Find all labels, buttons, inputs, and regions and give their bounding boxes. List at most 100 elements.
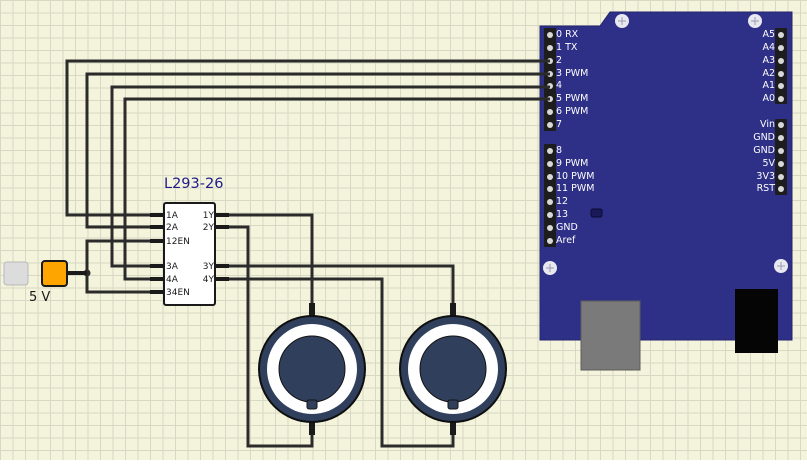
header-pin-socket[interactable] xyxy=(778,161,784,167)
chip-body xyxy=(163,202,216,306)
arduino-pin-label: 3V3 xyxy=(756,171,775,182)
arduino-pin-label: 9 PWM xyxy=(556,158,588,169)
arduino-pin-label: 5 PWM xyxy=(556,93,588,104)
arduino-pin-label: Vin xyxy=(760,119,775,130)
header-pin-socket[interactable] xyxy=(547,238,553,244)
header-pin-socket[interactable] xyxy=(547,122,553,128)
wire-pin3-2a[interactable] xyxy=(85,72,550,229)
arduino-pin-label: A5 xyxy=(762,29,775,40)
wire-3y-motor2[interactable] xyxy=(223,264,455,306)
header-pin-socket[interactable] xyxy=(778,135,784,141)
wire-1y-motor1[interactable] xyxy=(223,213,314,306)
supply-label: 5 V xyxy=(29,290,50,305)
motor-terminal xyxy=(309,303,315,317)
header-pin-socket[interactable] xyxy=(778,58,784,64)
arduino-pin-label: 12 xyxy=(556,196,568,207)
header-pin-socket[interactable] xyxy=(547,109,553,115)
chip-pin-label: 1A xyxy=(166,211,179,221)
mounting-hole-icon xyxy=(543,261,557,275)
arduino-left-header xyxy=(544,28,556,247)
mounting-hole-icon xyxy=(774,259,788,273)
arduino-pin-label: 8 xyxy=(556,145,562,156)
wire-2y-motor1[interactable] xyxy=(223,225,314,448)
l293-chip[interactable]: L293-26 1A 2A 12EN 3A 4A 34EN 1Y 2Y 3Y 4… xyxy=(150,176,229,306)
arduino-right-pin-dots xyxy=(778,32,784,192)
power-supply-5v[interactable]: 5 V xyxy=(3,260,87,305)
arduino-pin-label: 2 xyxy=(556,55,562,66)
wires xyxy=(65,59,550,448)
arduino-pin-label: GND xyxy=(753,145,775,156)
header-pin-socket[interactable] xyxy=(547,199,553,205)
motor-rotor-icon xyxy=(419,335,487,403)
arduino-pin-label: 1 TX xyxy=(556,42,578,53)
arduino-pin-label: 10 PWM xyxy=(556,171,594,182)
arduino-pin-label: 11 PWM xyxy=(556,183,594,194)
arduino-pin-label: RST xyxy=(757,183,776,194)
motor-tab xyxy=(447,399,459,410)
header-pin-socket[interactable] xyxy=(547,161,553,167)
header-pin-socket[interactable] xyxy=(547,45,553,51)
arduino-pin-label: 0 RX xyxy=(556,29,579,40)
arduino-pin-label: A1 xyxy=(762,80,775,91)
header-pin-socket[interactable] xyxy=(778,45,784,51)
arduino-left-pin-dots xyxy=(547,32,553,244)
usb-port-icon xyxy=(580,300,641,371)
header-pin-socket[interactable] xyxy=(547,32,553,38)
supply-block-icon xyxy=(41,260,68,287)
motor-terminal xyxy=(309,421,315,435)
header-pin-socket[interactable] xyxy=(778,32,784,38)
wire-pin2-1a[interactable] xyxy=(65,59,550,217)
header-pin-socket[interactable] xyxy=(778,71,784,77)
arduino-pin-label: GND xyxy=(753,132,775,143)
arduino-pin-label: 5V xyxy=(762,158,775,169)
header-pin-socket[interactable] xyxy=(547,212,553,218)
motor-terminal xyxy=(450,421,456,435)
header-pin-socket[interactable] xyxy=(778,96,784,102)
chip-pin-stubs xyxy=(150,213,229,294)
chip-pin-label: 3Y xyxy=(203,262,215,272)
header-pin-socket[interactable] xyxy=(778,186,784,192)
header-pin-socket[interactable] xyxy=(547,225,553,231)
header-pin-socket[interactable] xyxy=(778,122,784,128)
header-pin-socket[interactable] xyxy=(547,174,553,180)
header-pin-socket[interactable] xyxy=(778,148,784,154)
arduino-pin-label: A4 xyxy=(762,42,775,53)
onboard-led-icon xyxy=(590,208,603,218)
header-pin-socket[interactable] xyxy=(778,83,784,89)
chip-pin-label: 2A xyxy=(166,223,179,233)
arduino-pin-label: 7 xyxy=(556,119,562,130)
chip-pin-label: 2Y xyxy=(203,223,215,233)
arduino-pin-label: 13 xyxy=(556,209,568,220)
arduino-pin-label: Aref xyxy=(556,235,576,246)
chip-pin-label: 12EN xyxy=(166,237,190,247)
arduino-left-pin-labels: 0 RX 1 TX 2 3 PWM 4 5 PWM 6 PWM 7 8 9 PW… xyxy=(556,29,594,246)
chip-title: L293-26 xyxy=(164,176,223,192)
header-pin-socket[interactable] xyxy=(547,148,553,154)
arduino-pin-label: 4 xyxy=(556,80,562,91)
arduino-right-pin-labels: A5 A4 A3 A2 A1 A0 Vin GND GND 5V 3V3 RST xyxy=(753,29,775,194)
motor-rotor-icon xyxy=(278,335,346,403)
chip-pin-label: 34EN xyxy=(166,288,190,298)
wire-4y-motor2[interactable] xyxy=(223,277,455,448)
arduino-pin-label: 3 PWM xyxy=(556,68,588,79)
arduino-pin-label: 6 PWM xyxy=(556,106,588,117)
arduino-pin-label: A3 xyxy=(762,55,775,66)
wire-pin4-3a[interactable] xyxy=(110,85,550,268)
wire-pin5-4a[interactable] xyxy=(123,97,550,281)
motor-1[interactable] xyxy=(258,303,366,435)
chip-pin-label: 4Y xyxy=(203,275,215,285)
chip-pin-label: 1Y xyxy=(203,211,215,221)
mounting-hole-icon xyxy=(615,14,629,28)
arduino-pcb xyxy=(539,11,793,341)
arduino-pin-label: A2 xyxy=(762,68,775,79)
mounting-hole-icon xyxy=(748,14,762,28)
header-pin-socket[interactable] xyxy=(778,174,784,180)
header-pin-socket[interactable] xyxy=(547,186,553,192)
arduino-pin-label: A0 xyxy=(762,93,775,104)
motor-2[interactable] xyxy=(399,303,507,435)
wire-enable-bus[interactable] xyxy=(85,239,155,294)
arduino-board[interactable]: 0 RX 1 TX 2 3 PWM 4 5 PWM 6 PWM 7 8 9 PW… xyxy=(539,11,793,371)
supply-ghost-block xyxy=(3,261,29,286)
